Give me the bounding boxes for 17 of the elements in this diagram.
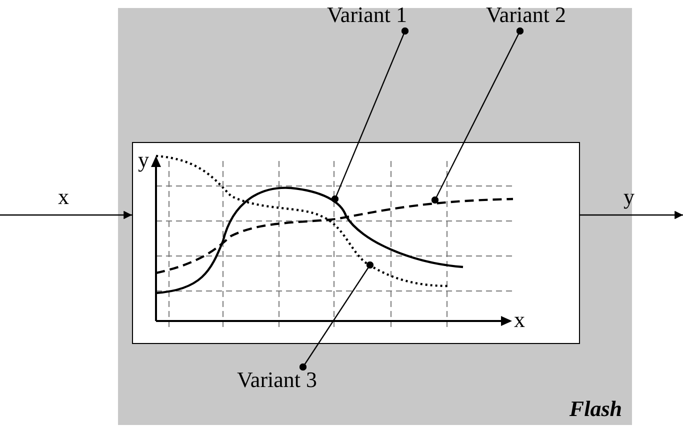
- leader-line: [299, 261, 374, 371]
- block-title: Flash: [569, 397, 622, 421]
- chart-panel: [132, 142, 580, 344]
- axis-label: y: [138, 148, 149, 172]
- dashed-curve: [156, 198, 514, 274]
- variant-label: Variant 1: [312, 3, 422, 29]
- variant-label: Variant 3: [222, 368, 332, 394]
- solid-curve: [156, 186, 464, 294]
- arrow: [580, 210, 683, 220]
- variant-label: Variant 2: [470, 3, 582, 29]
- signal-label: x: [58, 185, 69, 209]
- dotted-curve: [156, 154, 450, 288]
- axis-label: x: [514, 308, 525, 332]
- arrow: [0, 210, 132, 220]
- leader-line: [431, 27, 524, 204]
- leader-line: [331, 27, 409, 203]
- signal-label: y: [624, 185, 634, 209]
